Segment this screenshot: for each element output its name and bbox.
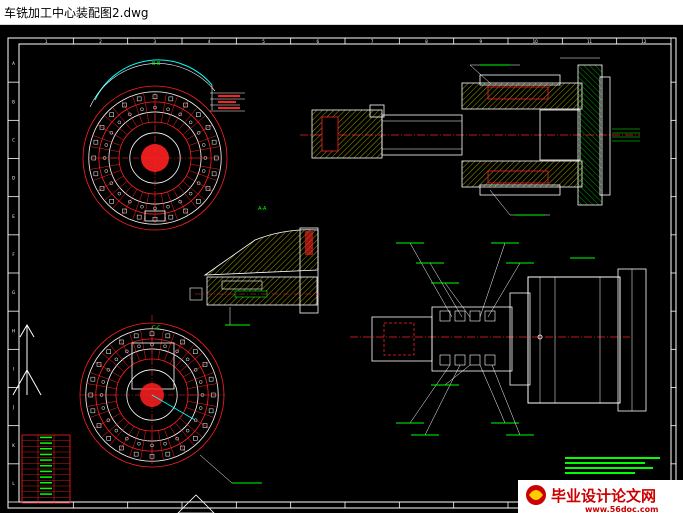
svg-text:C: C <box>12 137 15 142</box>
svg-text:2: 2 <box>99 39 102 44</box>
border-zone-markers <box>8 38 676 508</box>
window-title: 车铣加工中心装配图2.dwg <box>4 6 149 20</box>
svg-text:5: 5 <box>262 39 265 44</box>
svg-text:12: 12 <box>641 39 647 44</box>
svg-text:H: H <box>12 328 15 333</box>
section-label: A-A <box>258 206 267 212</box>
note-text-block <box>565 457 660 474</box>
svg-text:A: A <box>12 61 15 66</box>
turret-motor-assembly-view <box>350 242 660 474</box>
svg-text:I: I <box>13 366 14 371</box>
watermark-site-name: 毕业设计论文网 <box>551 487 656 505</box>
radial-view-top-left: B-B <box>82 59 245 231</box>
site-watermark: 毕业设计论文网 www.56doc.com <box>518 480 683 513</box>
svg-text:K: K <box>12 443 15 448</box>
svg-text:E: E <box>12 214 15 219</box>
radial-view-bottom-left: C-C <box>79 315 262 484</box>
svg-text:9: 9 <box>480 39 483 44</box>
spindle-assembly-view <box>300 57 640 216</box>
svg-text:3: 3 <box>154 39 157 44</box>
title-bar: 车铣加工中心装配图2.dwg <box>0 0 683 25</box>
svg-text:B-B: B-B <box>152 61 161 67</box>
svg-text:6: 6 <box>317 39 320 44</box>
svg-text:7: 7 <box>371 39 374 44</box>
north-marker <box>177 494 215 513</box>
svg-text:8: 8 <box>425 39 428 44</box>
svg-text:1: 1 <box>45 39 48 44</box>
parts-list-table <box>21 434 71 504</box>
svg-text:11: 11 <box>587 39 593 44</box>
ucs-axis-icon <box>12 324 42 396</box>
svg-text:B: B <box>12 99 15 104</box>
svg-text:C-C: C-C <box>152 325 161 331</box>
svg-text:D: D <box>12 176 15 181</box>
dividing-disk-top <box>82 85 228 231</box>
svg-text:F: F <box>12 252 15 257</box>
callout-leaders <box>396 242 534 436</box>
svg-text:10: 10 <box>533 39 539 44</box>
svg-text:L: L <box>12 481 15 486</box>
svg-text:J: J <box>12 405 14 410</box>
watermark-url: www.56doc.com <box>585 505 658 513</box>
section-view-aa: A-A <box>189 206 320 326</box>
svg-text:4: 4 <box>208 39 211 44</box>
svg-text:G: G <box>12 290 15 295</box>
